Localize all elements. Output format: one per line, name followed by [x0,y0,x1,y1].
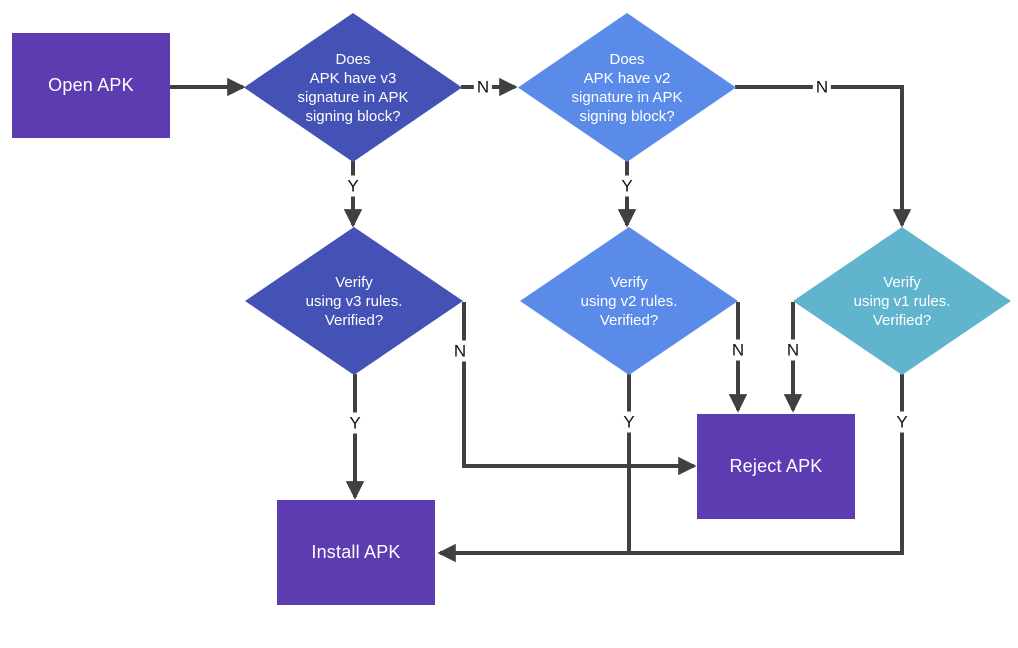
edge-label-v3v-yes: Y [346,412,364,434]
edge-label-v3q-no: N [473,76,493,98]
v2-question-line: APK have v2 [583,69,671,87]
node-install-apk: Install APK [277,500,435,605]
node-reject-apk: Reject APK [697,414,855,519]
edge-label-v2q-yes: Y [618,175,636,197]
verify-v1-line: Verify [883,273,921,291]
v3-question-line: APK have v3 [309,69,397,87]
node-reject-apk-label: Reject APK [729,456,823,476]
v3-question-line: Does [335,50,371,68]
edge-label-v2q-no: N [812,76,832,98]
verify-v2-line: Verify [610,273,648,291]
edge-label-v2v-yes: Y [620,411,638,433]
verify-v1-line: Verified? [872,311,932,329]
node-open-apk-label: Open APK [48,75,134,95]
v2-question-line: Does [609,50,645,68]
v3-question-line: signing block? [305,107,401,125]
edge-v2q-no-to-v1v [735,85,912,228]
edge-label-v3q-yes: Y [344,175,362,197]
v2-question-line: signature in APK [571,88,683,106]
edge-v1v-yes-to-install [437,374,904,563]
node-install-apk-label: Install APK [311,542,401,562]
verify-v3-line: Verified? [324,311,384,329]
edge-label-v2v-no: N [728,339,748,361]
verify-v3-line: using v3 rules. [305,292,403,310]
edge-label-v1v-no: N [783,339,803,361]
node-open-apk: Open APK [12,33,170,138]
edge-label-v3v-no: N [450,340,470,362]
v3-question-line: signature in APK [297,88,409,106]
verify-v3-line: Verify [335,273,373,291]
verify-v1-line: using v1 rules. [853,292,951,310]
v2-question-line: signing block? [579,107,675,125]
verify-v2-line: Verified? [599,311,659,329]
edge-label-v1v-yes: Y [893,411,911,433]
verify-v2-line: using v2 rules. [580,292,678,310]
